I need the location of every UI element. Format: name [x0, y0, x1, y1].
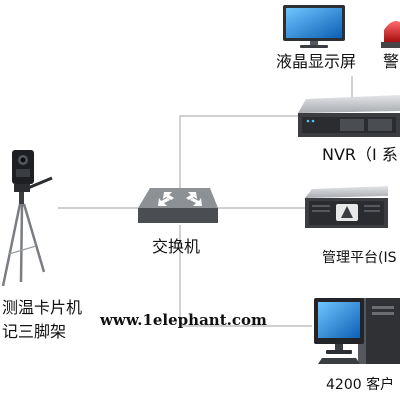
- server-emblem-mark: [341, 206, 353, 218]
- watermark-text: www.1elephant.com: [100, 311, 267, 329]
- tripod-column: [19, 192, 24, 206]
- server-vent: [364, 205, 380, 207]
- monitor-base: [300, 45, 328, 48]
- pc-drive-slot: [372, 306, 394, 309]
- monitor-neck: [310, 41, 318, 45]
- nvr-recorder-icon: [298, 95, 400, 137]
- camera-label-line1: 测温卡片机: [2, 298, 83, 317]
- nvr-drive-bay: [368, 119, 392, 131]
- tripod-head: [14, 184, 30, 192]
- client-label: 4200 客户: [326, 377, 395, 393]
- switch-front-face: [138, 208, 218, 223]
- lcd-monitor-label: 液晶显示屏: [276, 52, 357, 71]
- tripod-handle: [27, 176, 53, 190]
- switch-top-face: [138, 188, 218, 208]
- thermal-camera-tripod-icon: [1, 150, 53, 287]
- nvr-led: [306, 119, 310, 123]
- server-vent: [364, 210, 380, 212]
- connectors: [58, 76, 353, 327]
- alarm-label: 警: [383, 52, 400, 71]
- management-platform-label: 管理平台(IS: [322, 250, 397, 266]
- alarm-light-icon: [381, 21, 400, 48]
- server-top-face: [305, 186, 388, 198]
- tripod-leg: [19, 203, 24, 283]
- arrow-down-right: [190, 198, 202, 206]
- monitor-screen: [286, 8, 342, 38]
- arrow-up-left: [163, 192, 174, 200]
- tripod-leg: [1, 203, 22, 287]
- camera-lens-inner: [20, 157, 26, 163]
- switch-arrows: [158, 192, 202, 206]
- pc-monitor-screen: [318, 302, 360, 338]
- arrow-down-left: [158, 198, 170, 206]
- alarm-dome: [384, 21, 400, 42]
- arrow-up-right: [186, 192, 197, 200]
- camera-window: [16, 169, 30, 177]
- network-switch-icon: [138, 188, 218, 223]
- tripod-brace: [8, 245, 37, 255]
- monitor-icon: [283, 5, 345, 48]
- pc-keyboard: [318, 358, 360, 364]
- pc-monitor-base: [326, 350, 352, 354]
- nvr-label: NVR（I 系: [322, 145, 398, 164]
- switch-label: 交换机: [152, 237, 201, 256]
- server-vent: [312, 205, 330, 207]
- alarm-base: [381, 42, 400, 48]
- link-switch-client: [179, 225, 312, 327]
- nvr-led: [311, 119, 315, 123]
- server-vent: [312, 210, 330, 212]
- server-icon: [305, 186, 388, 228]
- nvr-drive-bay: [340, 119, 364, 131]
- nvr-top-face: [298, 95, 400, 113]
- desktop-pc-icon: [314, 298, 400, 364]
- pc-drive-slot: [372, 312, 394, 315]
- pc-monitor-neck: [335, 344, 343, 350]
- link-switch-nvr: [179, 115, 300, 190]
- tripod-leg: [22, 203, 46, 273]
- camera-label-line2: 记三脚架: [2, 322, 67, 341]
